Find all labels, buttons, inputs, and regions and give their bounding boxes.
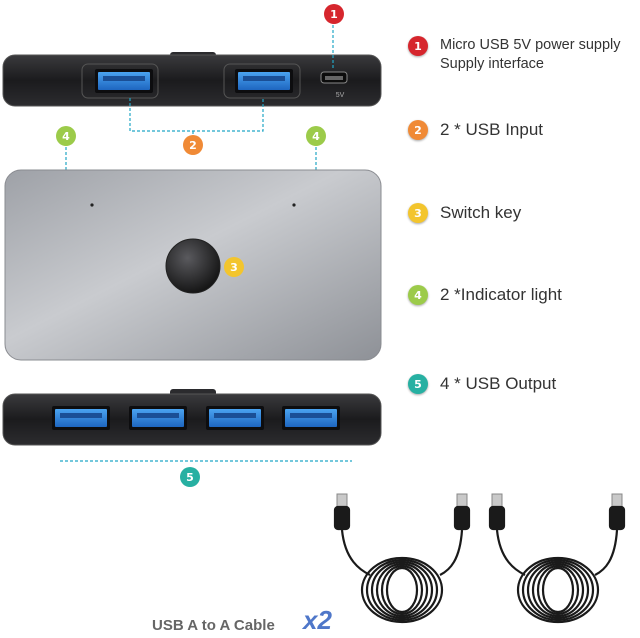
callout-badge-1: 1 — [324, 4, 344, 24]
badge-4: 4 — [408, 285, 428, 305]
usb-a-port-icon — [223, 63, 301, 99]
svg-text:4: 4 — [312, 130, 320, 143]
legend-label: 4 * USB Output — [440, 374, 557, 393]
usb-a-port-icon — [206, 406, 264, 430]
indicator-light-icon — [90, 203, 94, 207]
callout-badge-2: 2 — [183, 135, 203, 155]
legend-label: 2 * USB Input — [440, 120, 544, 139]
legend-label: Switch key — [440, 203, 522, 222]
callout-badge-4-right: 4 — [306, 126, 326, 146]
legend-label: 2 *Indicator light — [440, 285, 562, 304]
usb-a-port-icon — [52, 406, 110, 430]
micro-usb-port-icon: 5V — [320, 71, 348, 99]
legend-item-switch: 3 Switch key — [408, 203, 521, 223]
legend-item-input: 2 2 * USB Input — [408, 120, 543, 140]
legend-item-output: 5 4 * USB Output — [408, 374, 556, 394]
usb-a-cable-icon — [333, 493, 471, 624]
badge-3: 3 — [408, 203, 428, 223]
legend-item-power: 1 Micro USB 5V power supply Supply inter… — [408, 36, 621, 74]
svg-text:4: 4 — [62, 130, 70, 143]
switch-key-icon — [165, 238, 221, 294]
legend-label: Micro USB 5V power supply Supply interfa… — [440, 37, 621, 72]
device-top-view — [4, 169, 382, 361]
usb-a-port-icon — [129, 406, 187, 430]
callout-badge-4-left: 4 — [56, 126, 76, 146]
legend-item-indicator: 4 2 *Indicator light — [408, 285, 562, 305]
svg-text:1: 1 — [330, 8, 338, 21]
svg-text:5: 5 — [186, 471, 194, 484]
usb-a-cable-icon — [488, 493, 626, 624]
badge-2: 2 — [408, 120, 428, 140]
badge-5: 5 — [408, 374, 428, 394]
usb-a-port-icon — [282, 406, 340, 430]
micro-usb-label: 5V — [336, 92, 345, 99]
indicator-light-icon — [292, 203, 296, 207]
svg-text:3: 3 — [230, 261, 238, 274]
callout-badge-5: 5 — [180, 467, 200, 487]
svg-text:2: 2 — [189, 139, 197, 152]
cable-count: x2 — [303, 605, 332, 635]
device-input-side: 5V — [2, 52, 382, 107]
badge-1: 1 — [408, 36, 428, 56]
callout-badge-3: 3 — [224, 257, 244, 277]
device-output-side — [2, 389, 382, 446]
usb-a-port-icon — [81, 63, 159, 99]
cable-label: USB A to A Cable — [152, 617, 275, 634]
